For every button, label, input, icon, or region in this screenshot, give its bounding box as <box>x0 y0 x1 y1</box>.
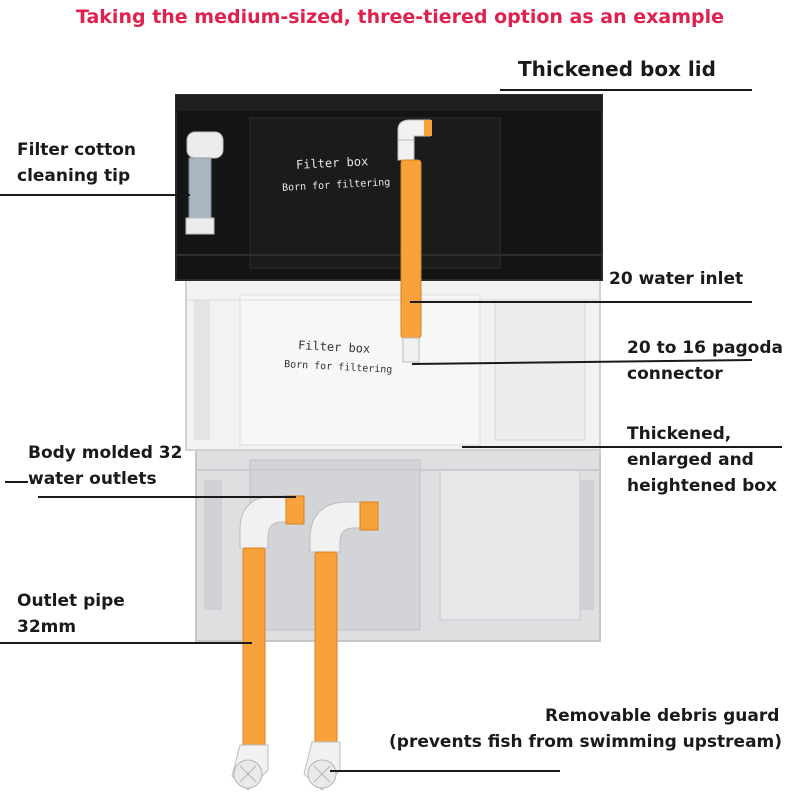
label-pagoda-line1: 20 to 16 pagoda <box>627 338 784 358</box>
label-outlet-pipe-line1: Outlet pipe <box>17 591 125 611</box>
label-box-line1: Thickened, <box>627 424 732 444</box>
title: Taking the medium-sized, three-tiered op… <box>75 6 725 28</box>
label-box-line3: heightened box <box>627 476 777 496</box>
label-cleaning-tip-line2: cleaning tip <box>17 166 131 186</box>
label-cleaning-tip-line1: Filter cotton <box>17 140 137 160</box>
leader-pagoda <box>411 359 753 365</box>
inlet-pipe <box>397 119 432 363</box>
label-outlet-pipe-line2: 32mm <box>17 617 77 637</box>
debris-guard-left <box>233 759 263 789</box>
debris-guard-right <box>307 759 337 789</box>
label-outlets-line1: Body molded 32 <box>28 443 183 463</box>
middle-box <box>185 277 601 451</box>
label-outlets-line2: water outlets <box>28 469 157 489</box>
top-box <box>175 94 603 281</box>
label-debris-guard-line2: (prevents fish from swimming upstream) <box>389 732 783 752</box>
label-box-line2: enlarged and <box>627 450 754 470</box>
cleaning-tip-tube <box>185 131 224 235</box>
label-box-lid: Thickened box lid <box>518 57 716 81</box>
label-pagoda-line2: connector <box>627 364 723 384</box>
label-debris-guard-line1: Removable debris guard <box>545 706 780 726</box>
label-water-inlet: 20 water inlet <box>609 269 744 289</box>
